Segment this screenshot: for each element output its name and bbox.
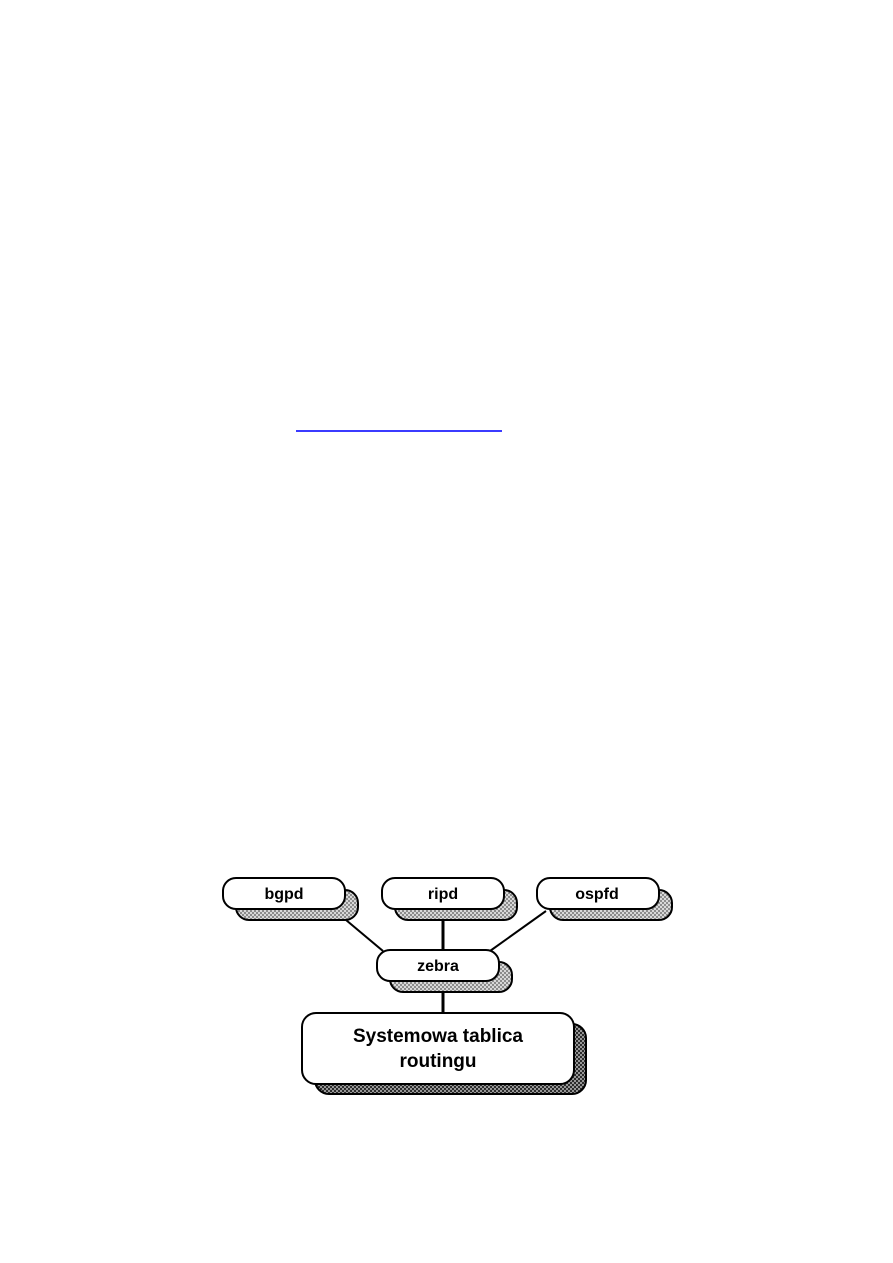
connector-bgpd-zebra — [345, 919, 384, 952]
node-zebra: zebra — [376, 949, 513, 993]
node-ripd-box — [381, 877, 505, 910]
node-bgpd: bgpd — [222, 877, 359, 921]
node-ospfd: ospfd — [536, 877, 673, 921]
node-ospfd-label: ospfd — [575, 886, 619, 903]
node-system-routing-table-label-line1: Systemowa tablica — [353, 1026, 523, 1047]
node-ripd: ripd — [381, 877, 518, 921]
node-ospfd-box — [536, 877, 660, 910]
hyperlink-underline[interactable] — [296, 430, 502, 432]
node-zebra-label: zebra — [417, 958, 459, 975]
connector-ospfd-zebra — [489, 910, 547, 952]
node-system-routing-table: Systemowa tablica routingu — [301, 1012, 587, 1095]
node-ripd-label: ripd — [428, 886, 458, 903]
node-system-routing-table-box — [301, 1012, 575, 1085]
node-bgpd-label: bgpd — [264, 886, 303, 903]
node-bgpd-box — [222, 877, 346, 910]
connector-lines — [345, 910, 547, 1014]
node-zebra-box — [376, 949, 500, 982]
node-system-routing-table-label-line2: routingu — [399, 1051, 476, 1072]
